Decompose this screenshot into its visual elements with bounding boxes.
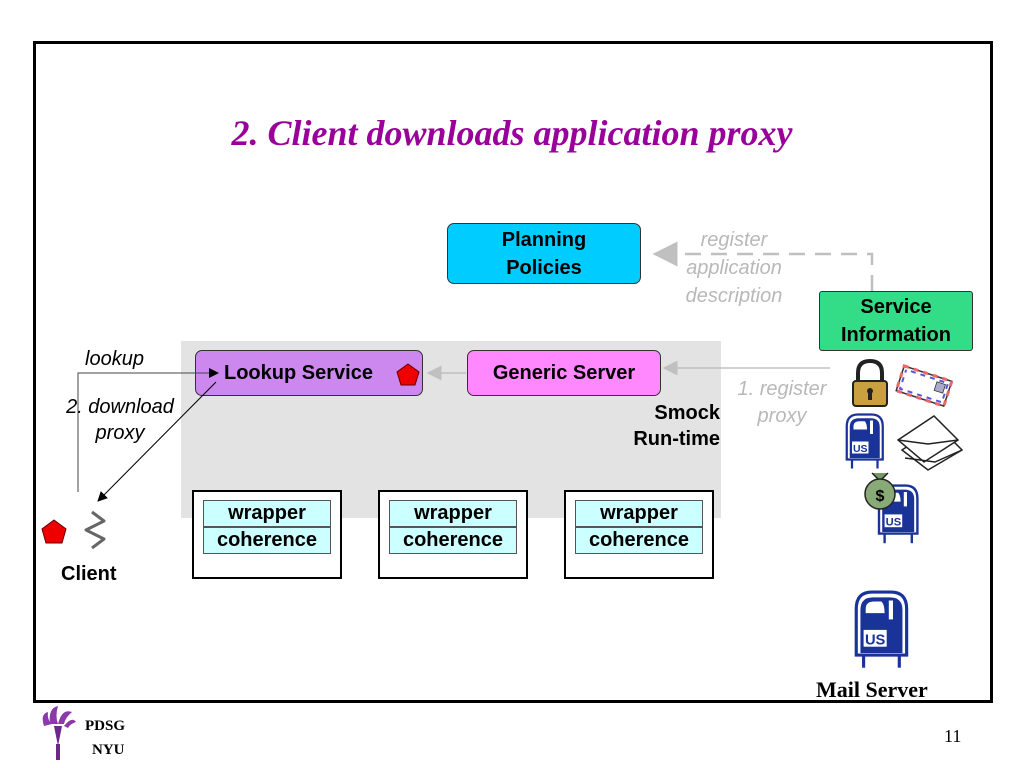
register-proxy-line-1: 1. register [737,378,827,400]
coherence-label: coherence [575,527,703,554]
register-app-arrow [652,241,874,291]
register-line-1: register [700,229,768,251]
service-information-label: Service Information [841,296,951,346]
lookup-service-label: Lookup Service [224,362,373,384]
service-information-box: Service Information [819,291,973,351]
component-container-1: wrapper coherence [192,490,342,579]
wrapper-label: wrapper [575,500,703,527]
envelope-icon [894,364,954,408]
lookup-arrow-label: lookup [85,348,144,370]
component-container-2: wrapper coherence [378,490,528,579]
mail-server-label: Mail Server [816,677,928,702]
letters-icon [896,415,964,471]
torch-logo-icon [42,706,76,760]
coherence-label: coherence [389,527,517,554]
lookup-arrow [77,368,219,492]
register-proxy-label: 1. register proxy [727,376,837,430]
footer-univ: NYU [92,742,125,758]
mailbox-icon [845,413,884,470]
register-proxy-line-2: proxy [757,405,807,427]
wrapper-label: wrapper [203,500,331,527]
register-app-label: register application description [676,226,792,310]
download-proxy-label: 2. download proxy [55,394,185,446]
planning-policies-label: Planning Policies [501,228,587,279]
mailbox-icon [854,590,909,670]
svg-text:$: $ [876,488,885,505]
smock-runtime-label: Smock Run-time [612,400,720,452]
coherence-label: coherence [203,527,331,554]
lookup-service-box: Lookup Service [195,350,423,396]
client-squiggle-icon [84,510,106,550]
download-arrow [97,381,217,502]
download-line-1: 2. download [66,396,174,418]
planning-policies-box: Planning Policies [447,223,641,284]
runtime-line-2: Run-time [633,428,720,450]
proxy-pentagon-icon [41,519,67,544]
proxy-pentagon-icon [396,363,420,386]
money-bag-icon: $ [864,472,896,510]
wrapper-label: wrapper [389,500,517,527]
slide-title: 2. Client downloads application proxy [231,113,793,153]
component-container-3: wrapper coherence [564,490,714,579]
generic-server-box: Generic Server [467,350,661,396]
generic-server-label: Generic Server [492,362,636,384]
runtime-line-1: Smock [654,402,720,424]
register-line-3: description [685,285,783,307]
footer-org: PDSG [85,718,126,734]
page-number: 11 [944,726,962,746]
client-label: Client [61,563,117,585]
download-line-2: proxy [95,422,145,444]
register-line-2: application [686,257,782,279]
padlock-icon [852,358,888,407]
